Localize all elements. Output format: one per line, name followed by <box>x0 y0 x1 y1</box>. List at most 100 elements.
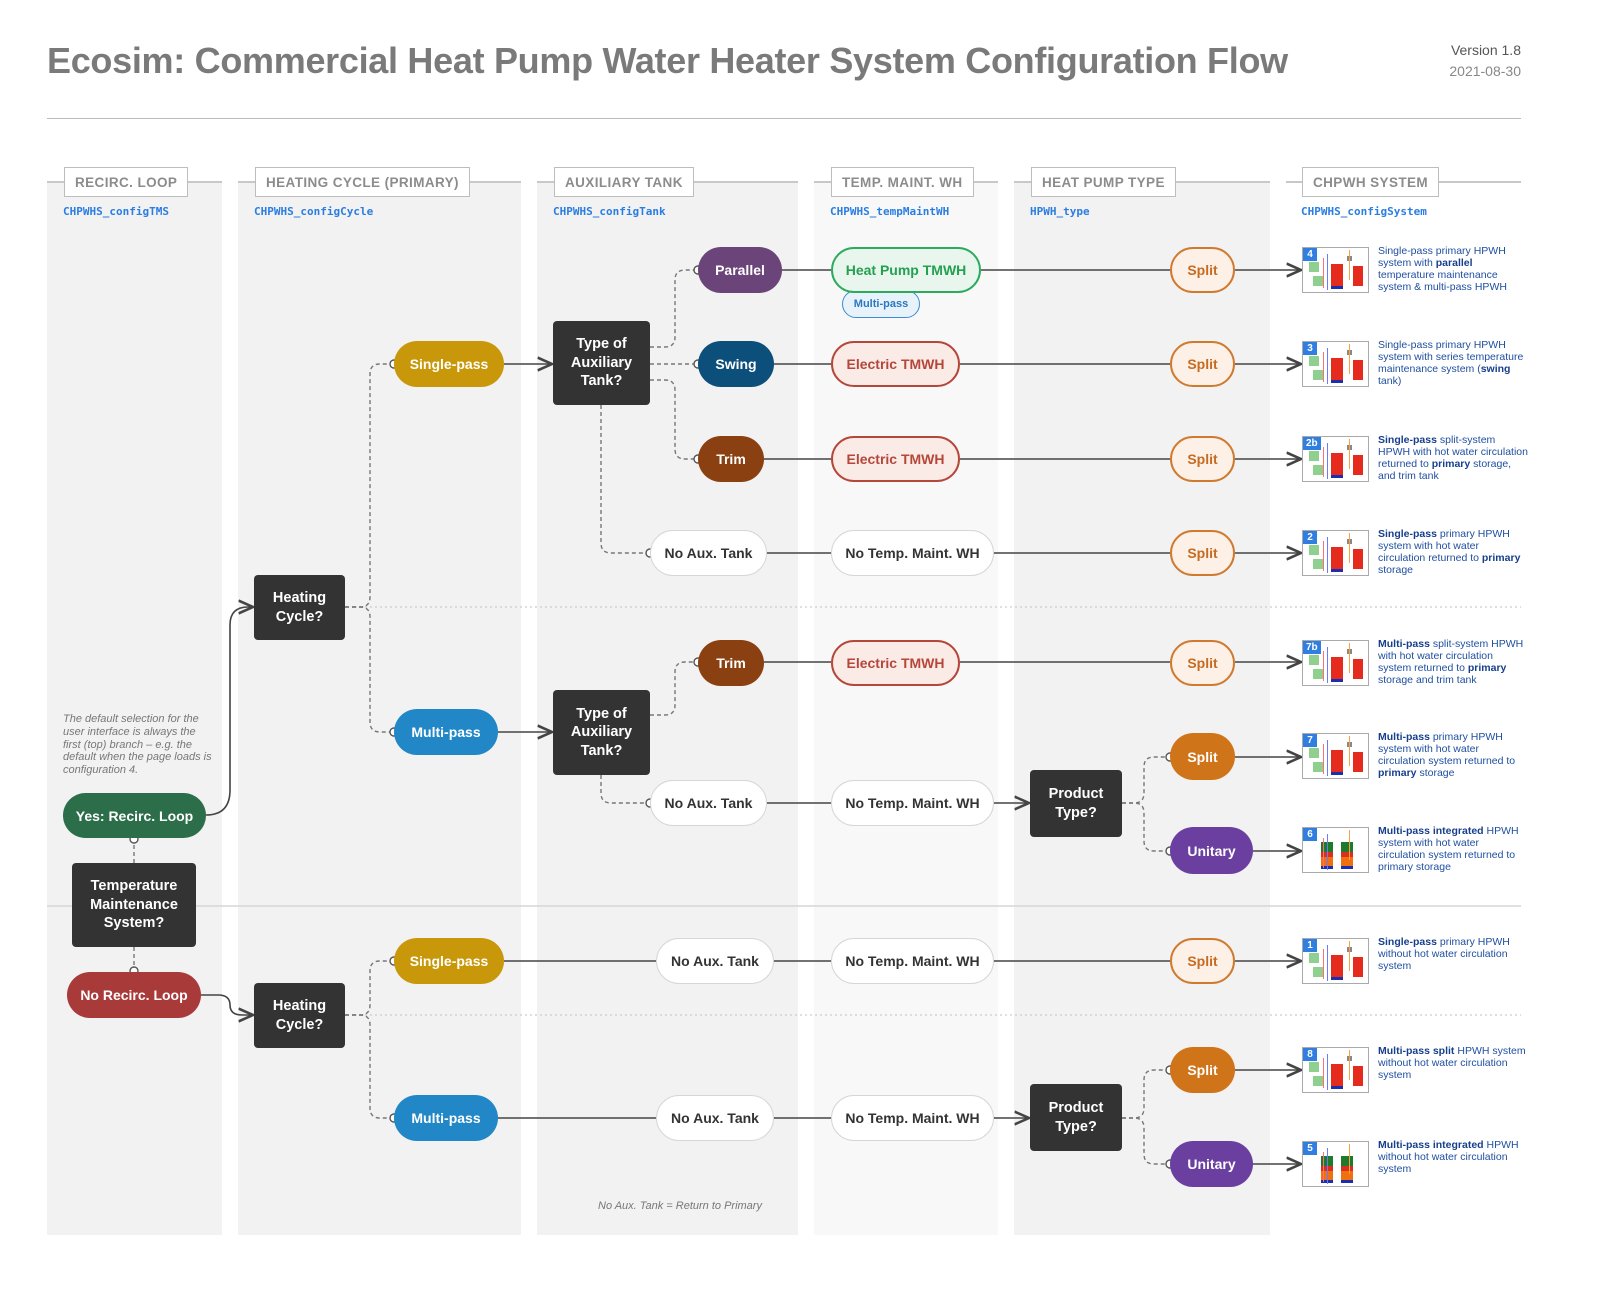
option-split[interactable]: Split <box>1170 640 1235 686</box>
option-heat-pump-tmwh[interactable]: Heat Pump TMWH <box>831 247 981 293</box>
option-trim[interactable]: Trim <box>698 436 764 482</box>
diagram-pipe <box>1349 643 1350 673</box>
description-emphasis: Single-pass <box>1378 528 1437 540</box>
page-title: Ecosim: Commercial Heat Pump Water Heate… <box>47 40 1288 81</box>
option-split[interactable]: Split <box>1170 938 1235 984</box>
diagram-mark <box>1331 750 1343 772</box>
option-unitary[interactable]: Unitary <box>1170 1141 1253 1187</box>
option-electric-tmwh[interactable]: Electric TMWH <box>831 640 960 686</box>
diagram-mark <box>1341 857 1353 866</box>
option-yes-recirc-loop[interactable]: Yes: Recirc. Loop <box>63 793 206 838</box>
diagram-pipe <box>1323 949 1324 979</box>
config-description: Multi-pass split-system HPWH with hot wa… <box>1378 638 1528 686</box>
column-header: CHPWH SYSTEM <box>1302 167 1440 197</box>
config-description: Multi-pass primary HPWH system with hot … <box>1378 731 1528 779</box>
description-emphasis: Multi-pass split <box>1378 1045 1455 1057</box>
option-unitary[interactable]: Unitary <box>1170 827 1253 874</box>
config-number-badge: 3 <box>1303 342 1317 355</box>
config-number-badge: 2 <box>1303 531 1317 544</box>
diagram-pipe <box>1327 945 1328 981</box>
option-split[interactable]: Split <box>1170 436 1235 482</box>
option-single-pass[interactable]: Single-pass <box>394 341 504 387</box>
diagram-mark <box>1313 559 1323 569</box>
option-split[interactable]: Split <box>1170 733 1235 780</box>
option-no-temp-maint-wh[interactable]: No Temp. Maint. WH <box>831 780 994 826</box>
column-header: RECIRC. LOOP <box>64 167 189 197</box>
option-electric-tmwh[interactable]: Electric TMWH <box>831 341 960 387</box>
system-diagram-thumbnail: 6 <box>1302 827 1369 873</box>
description-text: primary HPWH system with hot water circu… <box>1378 528 1510 564</box>
diagram-pipe <box>1323 1152 1324 1182</box>
option-split[interactable]: Split <box>1170 1047 1235 1093</box>
diagram-mark <box>1313 669 1323 679</box>
option-no-aux-tank[interactable]: No Aux. Tank <box>650 530 767 576</box>
option-no-temp-maint-wh[interactable]: No Temp. Maint. WH <box>831 530 994 576</box>
diagram-mark <box>1309 748 1319 758</box>
option-no-aux-tank[interactable]: No Aux. Tank <box>656 938 774 984</box>
option-split[interactable]: Split <box>1170 530 1235 576</box>
option-electric-tmwh[interactable]: Electric TMWH <box>831 436 960 482</box>
diagram-mark <box>1309 1062 1319 1072</box>
dotted-connector <box>600 775 650 804</box>
description-emphasis: primary <box>1467 662 1507 674</box>
option-swing[interactable]: Swing <box>698 341 774 387</box>
description-text: HPWH without hot water circulation syste… <box>1378 1139 1519 1175</box>
config-description: Single-pass primary HPWH system with hot… <box>1378 528 1528 576</box>
system-config-3[interactable]: 3 Single-pass primary HPWH system with se… <box>1302 339 1532 391</box>
diagram-pipe <box>1323 541 1324 571</box>
option-no-aux-tank[interactable]: No Aux. Tank <box>656 1095 774 1141</box>
diagram-mark <box>1353 1066 1363 1086</box>
option-split[interactable]: Split <box>1170 341 1235 387</box>
description-emphasis: primary <box>1481 552 1521 564</box>
diagram-pipe <box>1327 647 1328 683</box>
diagram-pipe <box>1327 443 1328 479</box>
diagram-mark <box>1341 852 1353 857</box>
diagram-mark <box>1353 752 1363 772</box>
system-diagram-thumbnail: 4 <box>1302 247 1369 293</box>
option-no-recirc-loop[interactable]: No Recirc. Loop <box>67 972 201 1018</box>
diagram-mark <box>1353 549 1363 569</box>
column-header: AUXILIARY TANK <box>554 167 694 197</box>
option-no-temp-maint-wh[interactable]: No Temp. Maint. WH <box>831 1095 994 1141</box>
description-emphasis: primary <box>1431 458 1471 470</box>
system-config-2[interactable]: 2 Single-pass primary HPWH system with ho… <box>1302 528 1532 580</box>
option-split[interactable]: Split <box>1170 247 1235 293</box>
config-description: Multi-pass integrated HPWH system with h… <box>1378 825 1528 873</box>
connector <box>205 607 253 816</box>
description-text: primary HPWH system with hot water circu… <box>1378 731 1516 767</box>
option-no-aux-tank[interactable]: No Aux. Tank <box>650 780 767 826</box>
system-diagram-thumbnail: 2 <box>1302 530 1369 576</box>
diagram-pipe <box>1349 344 1350 374</box>
dotted-connector <box>345 606 394 733</box>
description-text: storage and trim tank <box>1378 674 1477 686</box>
diagram-mark <box>1309 655 1319 665</box>
config-description: Single-pass split-system HPWH with hot w… <box>1378 434 1528 482</box>
config-description: Single-pass primary HPWH system with par… <box>1378 245 1528 293</box>
decision-aux-tank-type: Type of Auxiliary Tank? <box>553 321 650 405</box>
description-emphasis: Multi-pass <box>1378 731 1430 743</box>
config-description: Multi-pass split HPWH system without hot… <box>1378 1045 1528 1081</box>
column-variable: CHPWHS_configTMS <box>63 205 169 218</box>
description-text: Single-pass primary HPWH system with ser… <box>1378 339 1524 375</box>
option-trim[interactable]: Trim <box>698 640 764 686</box>
option-single-pass[interactable]: Single-pass <box>394 938 504 984</box>
diagram-mark <box>1331 657 1343 679</box>
diagram-pipe <box>1323 1058 1324 1088</box>
option-multi-pass[interactable]: Multi-pass <box>394 1095 498 1141</box>
decision-product-type: Product Type? <box>1030 770 1122 837</box>
diagram-mark <box>1313 762 1323 772</box>
diagram-pipe <box>1323 447 1324 477</box>
diagram-mark <box>1309 953 1319 963</box>
description-text: split-system HPWH with hot water circula… <box>1378 434 1528 470</box>
option-parallel[interactable]: Parallel <box>698 247 782 293</box>
option-multi-pass[interactable]: Multi-pass <box>394 709 498 755</box>
option-no-temp-maint-wh[interactable]: No Temp. Maint. WH <box>831 938 994 984</box>
